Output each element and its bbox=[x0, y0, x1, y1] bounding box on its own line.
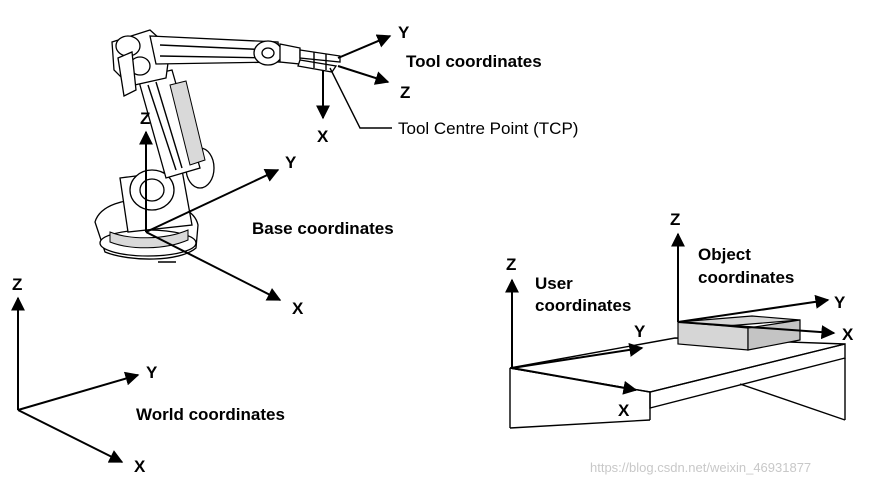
object-block bbox=[677, 315, 801, 351]
world-x-label: X bbox=[134, 457, 146, 476]
tool-z-label: Z bbox=[400, 83, 410, 102]
tcp-callout: Tool Centre Point (TCP) bbox=[329, 67, 578, 138]
base-frame: Z Y X Base coordinates bbox=[139, 109, 394, 318]
object-coordinates-label-line1: Object bbox=[698, 245, 751, 264]
tool-x-label: X bbox=[317, 127, 329, 146]
tool-coordinates-label: Tool coordinates bbox=[406, 52, 542, 71]
user-coordinates-label-line2: coordinates bbox=[535, 296, 631, 315]
user-z-label: Z bbox=[506, 255, 516, 274]
tool-z-axis bbox=[337, 65, 390, 85]
object-y-axis bbox=[677, 294, 830, 323]
object-x-label: X bbox=[842, 325, 854, 344]
user-y-label: Y bbox=[634, 322, 646, 341]
table-top bbox=[509, 337, 846, 393]
user-y-axis bbox=[511, 342, 644, 369]
tcp-label: Tool Centre Point (TCP) bbox=[398, 119, 578, 138]
base-x-axis bbox=[145, 231, 282, 301]
robot-illustration bbox=[94, 29, 341, 263]
tool-frame: Y Z X Tool coordinates bbox=[316, 23, 542, 146]
base-z-label: Z bbox=[140, 109, 150, 128]
world-coordinates-label: World coordinates bbox=[136, 405, 285, 424]
object-z-label: Z bbox=[670, 210, 680, 229]
watermark-text: https://blog.csdn.net/weixin_46931877 bbox=[590, 460, 811, 475]
world-y-axis bbox=[17, 371, 140, 411]
user-coordinates-label-line1: User bbox=[535, 274, 573, 293]
object-block-side bbox=[747, 319, 801, 351]
user-x-axis bbox=[511, 367, 638, 395]
object-coordinates-label-line2: coordinates bbox=[698, 268, 794, 287]
base-y-axis bbox=[145, 169, 280, 233]
tool-y-label: Y bbox=[398, 23, 410, 42]
tcp-leader-line bbox=[329, 67, 392, 129]
world-y-label: Y bbox=[146, 363, 158, 382]
object-frame: Z Y X Object coordinates bbox=[670, 210, 854, 344]
base-x-label: X bbox=[292, 299, 304, 318]
base-coordinates-label: Base coordinates bbox=[252, 219, 394, 238]
world-frame: Z Y X World coordinates bbox=[11, 275, 285, 476]
world-z-label: Z bbox=[12, 275, 22, 294]
base-y-label: Y bbox=[285, 153, 297, 172]
object-y-label: Y bbox=[834, 293, 846, 312]
user-frame: Z Y X User coordinates bbox=[505, 255, 646, 420]
tool-y-axis bbox=[337, 34, 392, 59]
object-x-axis bbox=[677, 321, 836, 340]
world-x-axis bbox=[17, 409, 124, 463]
work-table bbox=[509, 337, 846, 429]
user-x-label: X bbox=[618, 401, 630, 420]
